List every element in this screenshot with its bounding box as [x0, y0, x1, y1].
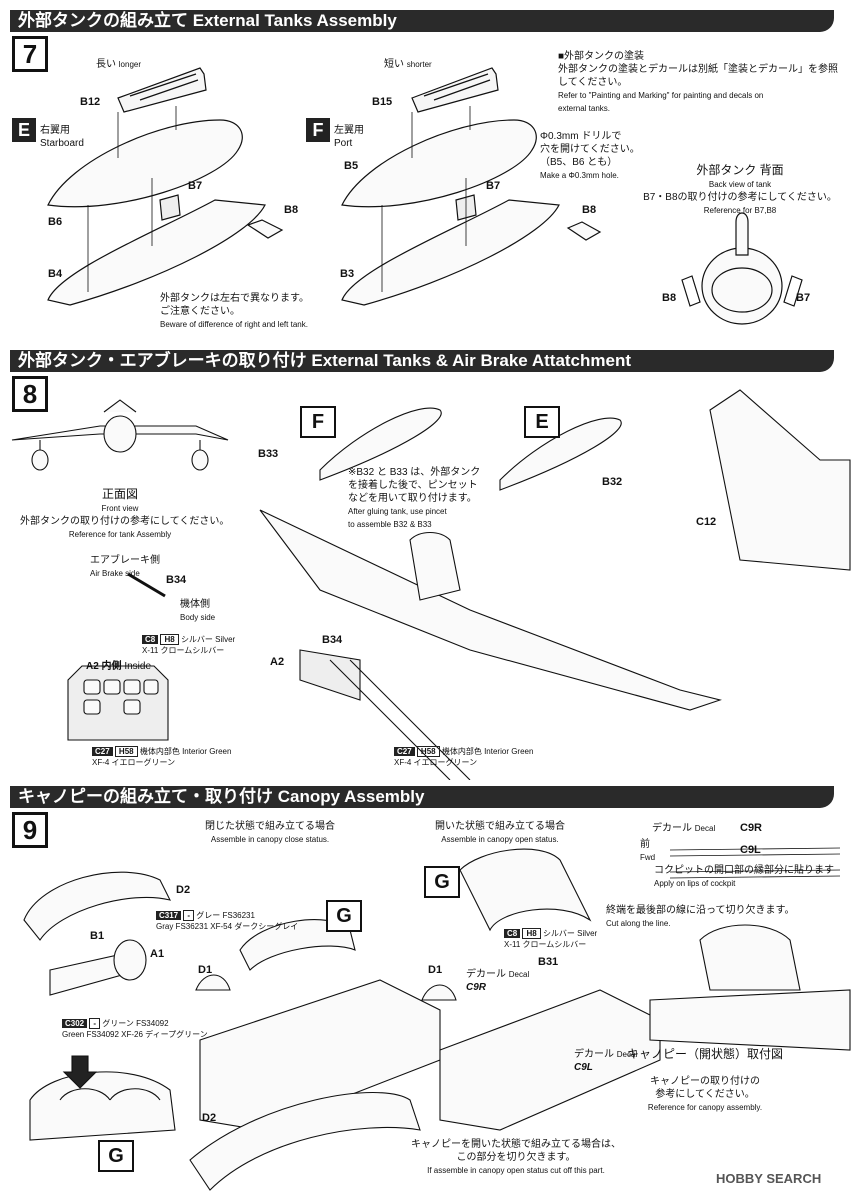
shorter-label: 短い shorter [384, 59, 432, 70]
part-B15: B15 [372, 96, 393, 108]
canopy-attach-note: キャノピー（開状態）取付図 キャノピーの取り付けの 参考にしてください。 Ref… [626, 1047, 783, 1113]
decal-c9l: C9L [740, 844, 761, 856]
paint-note: ■外部タンクの塗装 外部タンクの塗装とデカールは別紙「塗装とデカール」を参照 し… [558, 51, 838, 113]
step7-drawings [47, 67, 803, 325]
difference-note: 外部タンクは左右で異なります。 ご注意ください。 Beware of diffe… [160, 293, 309, 329]
part-B4: B4 [48, 268, 63, 280]
step8-drawings [11, 389, 851, 780]
open-cut-note: キャノピーを開いた状態で組み立てる場合は、 この部分を切り欠きます。 If as… [411, 1139, 621, 1175]
back-view-note: 外部タンク 背面 Back view of tank B7・B8の取り付けの参考… [643, 163, 837, 216]
canopy-G-closed-box: G [326, 900, 362, 932]
step7-number: 7 [12, 36, 48, 72]
step8-title: 外部タンク・エアブレーキの取り付け External Tanks & Air B… [18, 351, 632, 370]
part-B33: B33 [258, 448, 279, 460]
back-part-B7: B7 [796, 292, 811, 304]
paint-silver-b34: C8 H8 シルバー Silver X-11 クロームシルバー [142, 634, 236, 655]
canopy-G-lower-box: G [98, 1140, 134, 1172]
part-B32: B32 [602, 476, 623, 488]
assembly-F-box: F [300, 406, 336, 438]
step7-title: 外部タンクの組み立て External Tanks Assembly [18, 11, 397, 30]
part-B5: B5 [344, 160, 359, 172]
step8-header: 外部タンク・エアブレーキの取り付け External Tanks & Air B… [0, 348, 860, 372]
pincet-note: ※B32 と B33 は、外部タンク を接着した後で、ピンセット などを用いて取… [348, 467, 481, 529]
step9-number: 9 [12, 812, 48, 848]
part-B8-left: B8 [284, 204, 299, 216]
paint-green-b1: C302 - グリーン FS34092 Green FS34092 XF-26 … [62, 1018, 208, 1039]
part-B12: B12 [80, 96, 101, 108]
part-D1-open: D1 [428, 964, 443, 976]
part-B7-right: B7 [486, 180, 501, 192]
decal-c9r-label: デカール Decal [652, 823, 716, 834]
decal-c9r: C9R [740, 822, 763, 834]
b34-left-label: B34 [166, 574, 187, 586]
watermark: HOBBY SEARCH [716, 1171, 822, 1186]
step8-number: 8 [12, 376, 48, 412]
step9-header: キャノピーの組み立て・取り付け Canopy Assembly [0, 784, 860, 808]
part-D2-top: D2 [176, 884, 191, 896]
part-B8-right: B8 [582, 204, 597, 216]
longer-label: 長い longer [96, 59, 142, 70]
paint-green-a2: C27 H58 機体内部色 Interior Green XF-4 イエローグリ… [92, 746, 232, 767]
assembly-E-box: E [524, 406, 560, 438]
part-D1-closed: D1 [198, 964, 213, 976]
part-B34: B34 [322, 634, 343, 646]
back-part-B8: B8 [662, 292, 677, 304]
paint-silver-b31: C8 H8 シルバー Silver X-11 クロームシルバー [504, 928, 598, 949]
part-D2-bottom: D2 [202, 1112, 217, 1124]
part-B3: B3 [340, 268, 355, 280]
cut-line-note: 終端を最後部の線に沿って切り欠きます。Cut along the line. [606, 905, 795, 928]
step7-header: 外部タンクの組み立て External Tanks Assembly [0, 8, 860, 32]
assembly-F-marker: F [306, 118, 330, 142]
a2-inside-label: A2 内側 Inside [86, 661, 152, 672]
part-A1: A1 [150, 948, 165, 960]
drill-note: Φ0.3mm ドリルで 穴を開けてください。 （B5、B6 とも） Make a… [540, 131, 640, 180]
canopy-G-open-box: G [424, 866, 460, 898]
paint-gray-d2: C317 - グレー FS36231 Gray FS36231 XF-54 ダー… [156, 910, 299, 931]
part-B6: B6 [48, 216, 63, 228]
part-B7-left: B7 [188, 180, 203, 192]
step9-title: キャノピーの組み立て・取り付け Canopy Assembly [18, 787, 425, 806]
assembly-E-marker: E [12, 118, 36, 142]
front-view-note: 正面図 Front view 外部タンクの取り付けの参考にしてください。 Ref… [20, 487, 230, 540]
part-B31: B31 [538, 956, 559, 968]
paint-green-body: C27 H58 機体内部色 Interior Green XF-4 イエローグリ… [394, 746, 534, 767]
part-A2: A2 [270, 656, 285, 668]
part-B1: B1 [90, 930, 105, 942]
part-C12: C12 [696, 516, 717, 528]
step9-drawings [23, 847, 851, 1191]
